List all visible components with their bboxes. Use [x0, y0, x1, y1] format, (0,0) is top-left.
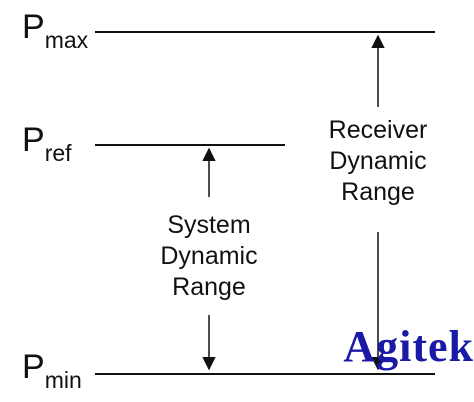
receiver-dynamic-range-label: Receiver Dynamic Range [313, 115, 443, 208]
receiver-range-line3: Range [341, 178, 415, 206]
pref-label-main: P [22, 121, 45, 159]
pref-label: Pref [22, 121, 72, 165]
system-range-line2: Dynamic [160, 242, 258, 270]
receiver-range-line1: Receiver [328, 116, 428, 144]
system-range-line1: System [167, 211, 251, 239]
pmax-label: Pmax [22, 8, 88, 52]
system-range-line3: Range [172, 273, 246, 301]
receiver-range-line2: Dynamic [329, 147, 427, 175]
pmin-label-main: P [22, 348, 45, 386]
pmin-label: Pmin [22, 348, 82, 392]
system-dynamic-range-label: System Dynamic Range [149, 210, 269, 303]
agitek-watermark-logo: Agitek [343, 322, 474, 371]
pmax-label-sub: max [44, 27, 89, 53]
pref-label-sub: ref [44, 140, 72, 166]
pmin-label-sub: min [44, 367, 82, 393]
pmax-label-main: P [22, 8, 45, 46]
